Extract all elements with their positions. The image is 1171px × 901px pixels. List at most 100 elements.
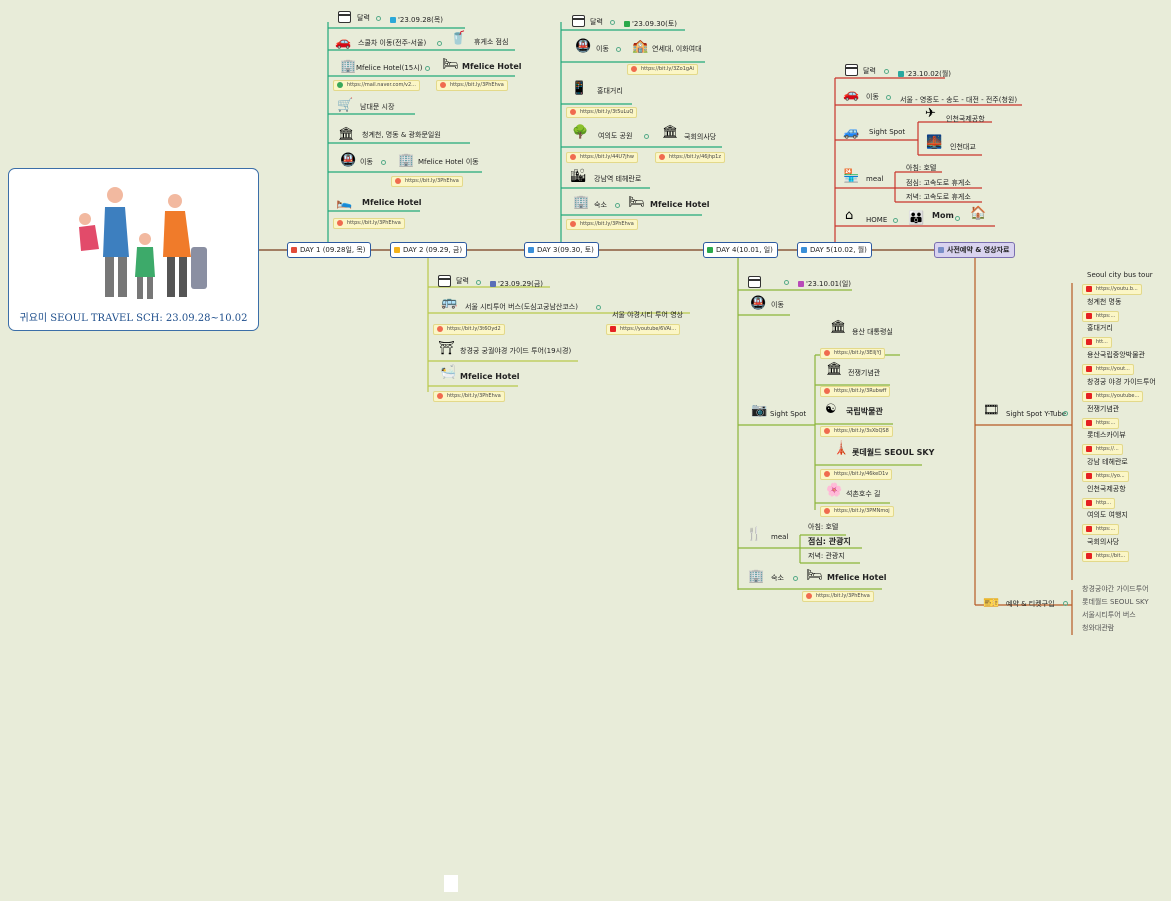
market-icon: 🛒 bbox=[337, 98, 354, 113]
calendar-icon bbox=[438, 275, 451, 287]
ytube-link-text: https://bit... bbox=[1096, 553, 1126, 559]
day2-link1[interactable]: https://bit.ly/3t6Oyd2 bbox=[433, 324, 505, 335]
connector-dot bbox=[425, 66, 430, 71]
calendar-icon bbox=[338, 11, 351, 23]
day4-l4[interactable]: https://bit.ly/46keD1v bbox=[820, 469, 893, 480]
ytube-link-text: http... bbox=[1096, 500, 1112, 506]
connector-dot bbox=[1063, 601, 1068, 606]
day4-l2[interactable]: https://bit.ly/3Rubwff bbox=[820, 386, 891, 397]
blank-card bbox=[444, 875, 458, 892]
day4-l3[interactable]: https://bit.ly/3sXbQS8 bbox=[820, 426, 893, 437]
ytube-link-text: https:... bbox=[1096, 420, 1116, 426]
day5-node[interactable]: DAY 5(10.02, 월) bbox=[797, 242, 872, 258]
day1-hotel2: Mfelice Hotel bbox=[362, 198, 422, 207]
extra-ytube: Sight Spot Y-Tube bbox=[1006, 410, 1067, 418]
ytube-item-link[interactable]: http... bbox=[1082, 498, 1116, 509]
day2-node[interactable]: DAY 2 (09.29, 금) bbox=[390, 242, 468, 258]
day3-gangnam: 강남역 테헤란로 bbox=[594, 175, 642, 183]
day3-univ: 연세대, 이화여대 bbox=[652, 45, 702, 53]
ytube-item-link[interactable]: https://yout... bbox=[1082, 364, 1134, 375]
day2-youtube-link[interactable]: https://youtube/6VAi... bbox=[606, 324, 681, 335]
day1-link3[interactable]: https://bit.ly/3PhEhva bbox=[333, 218, 405, 229]
day1-hotel-move: Mfelice Hotel 이동 bbox=[418, 158, 479, 166]
booking-item[interactable]: 창경궁야간 가이드투어 bbox=[1082, 585, 1149, 593]
booking-video-node[interactable]: 사전예약 & 영상자료 bbox=[934, 242, 1015, 258]
ytube-item-title: 창경궁 야경 가이드투어 bbox=[1087, 378, 1156, 386]
day3-link4[interactable]: https://bit.ly/46jhp1z bbox=[655, 152, 725, 163]
day4-stay: 숙소 bbox=[771, 574, 784, 582]
ytube-item-title: 청계천 명동 bbox=[1087, 298, 1122, 306]
connector-dot bbox=[886, 95, 891, 100]
ytube-link-text: https://... bbox=[1096, 446, 1119, 452]
root-node[interactable]: 귀요미 SEOUL TRAVEL SCH: 23.09.28~10.02 bbox=[8, 168, 259, 331]
day3-link3[interactable]: https://bit.ly/44U7jhw bbox=[566, 152, 638, 163]
day5-date: '23.10.02(월) bbox=[898, 69, 951, 79]
day1-link1[interactable]: https://bit.ly/3PhEhva bbox=[436, 80, 508, 91]
ytube-item-link[interactable]: https:... bbox=[1082, 418, 1120, 429]
ytube-item-link[interactable]: https://yo... bbox=[1082, 471, 1129, 482]
bridge-icon: 🌉 bbox=[926, 135, 943, 150]
tower-icon: 🗼 bbox=[833, 441, 850, 456]
day2-night: 서울 야경시티 투어 영상 bbox=[612, 311, 684, 319]
cutlery-icon: 🍴 bbox=[746, 527, 763, 542]
day4-node[interactable]: DAY 4(10.01, 일) bbox=[703, 242, 778, 258]
ytube-item-link[interactable]: https://youtube... bbox=[1082, 391, 1144, 402]
day4-m1: 아침: 호텔 bbox=[808, 523, 839, 531]
day2-hotel: Mfelice Hotel bbox=[460, 372, 520, 381]
connector-dot bbox=[893, 218, 898, 223]
family-icon: 👪 bbox=[908, 211, 925, 226]
hotel-building-icon: 🏢 bbox=[340, 59, 357, 74]
connector-dot bbox=[793, 576, 798, 581]
ytube-item-link[interactable]: https://bit... bbox=[1082, 551, 1130, 562]
ytube-item-link[interactable]: htt... bbox=[1082, 337, 1112, 348]
day1-cal-label: 달력 bbox=[357, 14, 370, 22]
day3-cal-label: 달력 bbox=[590, 18, 603, 26]
bed-icon: 🛏 bbox=[806, 568, 823, 583]
day2-palace: 창경궁 궁궐야경 가이드 투어(19시경) bbox=[460, 347, 572, 355]
ytube-link-text: https:... bbox=[1096, 526, 1116, 532]
booking-item[interactable]: 청와대관람 bbox=[1082, 624, 1115, 632]
ytube-item-link[interactable]: https://... bbox=[1082, 444, 1123, 455]
camera-icon: 📷 bbox=[751, 403, 768, 418]
booking-item[interactable]: 롯데월드 SEOUL SKY bbox=[1082, 598, 1149, 606]
day3-link2[interactable]: https://bit.ly/3t5uLuQ bbox=[566, 107, 638, 118]
day4-link[interactable]: https://bit.ly/3PhEhva bbox=[802, 591, 874, 602]
connector-dot bbox=[381, 160, 386, 165]
day5-mom: Mom bbox=[932, 211, 954, 220]
memorial-icon: 🏛 bbox=[826, 362, 843, 377]
landmark-icon: 🏛 bbox=[338, 127, 355, 142]
connector-dot bbox=[884, 69, 889, 74]
ytube-item-link[interactable]: https:... bbox=[1082, 524, 1120, 535]
booking-item[interactable]: 서울시티투어 버스 bbox=[1082, 611, 1136, 619]
day1-node[interactable]: DAY 1 (09.28일, 목) bbox=[287, 242, 371, 258]
park-tree-icon: 🌳 bbox=[572, 125, 589, 140]
day1-mail-link[interactable]: https://mail.naver.com/v2... bbox=[333, 80, 420, 91]
day5-route: 서울 - 영종도 - 송도 - 대전 - 전주(청원) bbox=[900, 96, 1018, 104]
day2-link2[interactable]: https://bit.ly/3PhEhva bbox=[433, 391, 505, 402]
youtube-icon bbox=[1086, 313, 1092, 319]
ytube-item-title: 롯데스카이뷰 bbox=[1087, 431, 1126, 439]
connector-dot bbox=[476, 280, 481, 285]
day3-park: 여의도 공원 bbox=[598, 132, 633, 140]
connector-dot bbox=[437, 41, 442, 46]
ytube-link-text: https://yout... bbox=[1096, 366, 1130, 372]
day3-link5[interactable]: https://bit.ly/3PhEhva bbox=[566, 219, 638, 230]
day1-link2[interactable]: https://bit.ly/3PhEhva bbox=[391, 176, 463, 187]
ytube-item-link[interactable]: https:... bbox=[1082, 311, 1120, 322]
day5-s2: 인천대교 bbox=[950, 143, 976, 151]
bed-icon: 🛀 bbox=[440, 365, 457, 380]
train-icon: 🚇 bbox=[340, 153, 357, 168]
ytube-item-link[interactable]: https://youtu.b... bbox=[1082, 284, 1142, 295]
home-icon: ⌂ bbox=[845, 208, 854, 223]
train-icon: 🚇 bbox=[575, 39, 592, 54]
day3-link1[interactable]: https://bit.ly/3Zo1gAi bbox=[627, 64, 698, 75]
day3-node[interactable]: DAY 3(09.30, 토) bbox=[524, 242, 599, 258]
day4-s4: 롯데월드 SEOUL SKY bbox=[852, 448, 935, 457]
youtube-icon bbox=[1086, 526, 1092, 532]
day4-l1[interactable]: https://bit.ly/3ElljYJ bbox=[820, 348, 886, 359]
connector-dot bbox=[610, 20, 615, 25]
day3-hongdae: 홍대거리 bbox=[597, 87, 623, 95]
day4-hotel: Mfelice Hotel bbox=[827, 573, 887, 582]
day4-l5[interactable]: https://bit.ly/3PMNmoj bbox=[820, 506, 894, 517]
family-travel-illustration bbox=[79, 187, 207, 299]
